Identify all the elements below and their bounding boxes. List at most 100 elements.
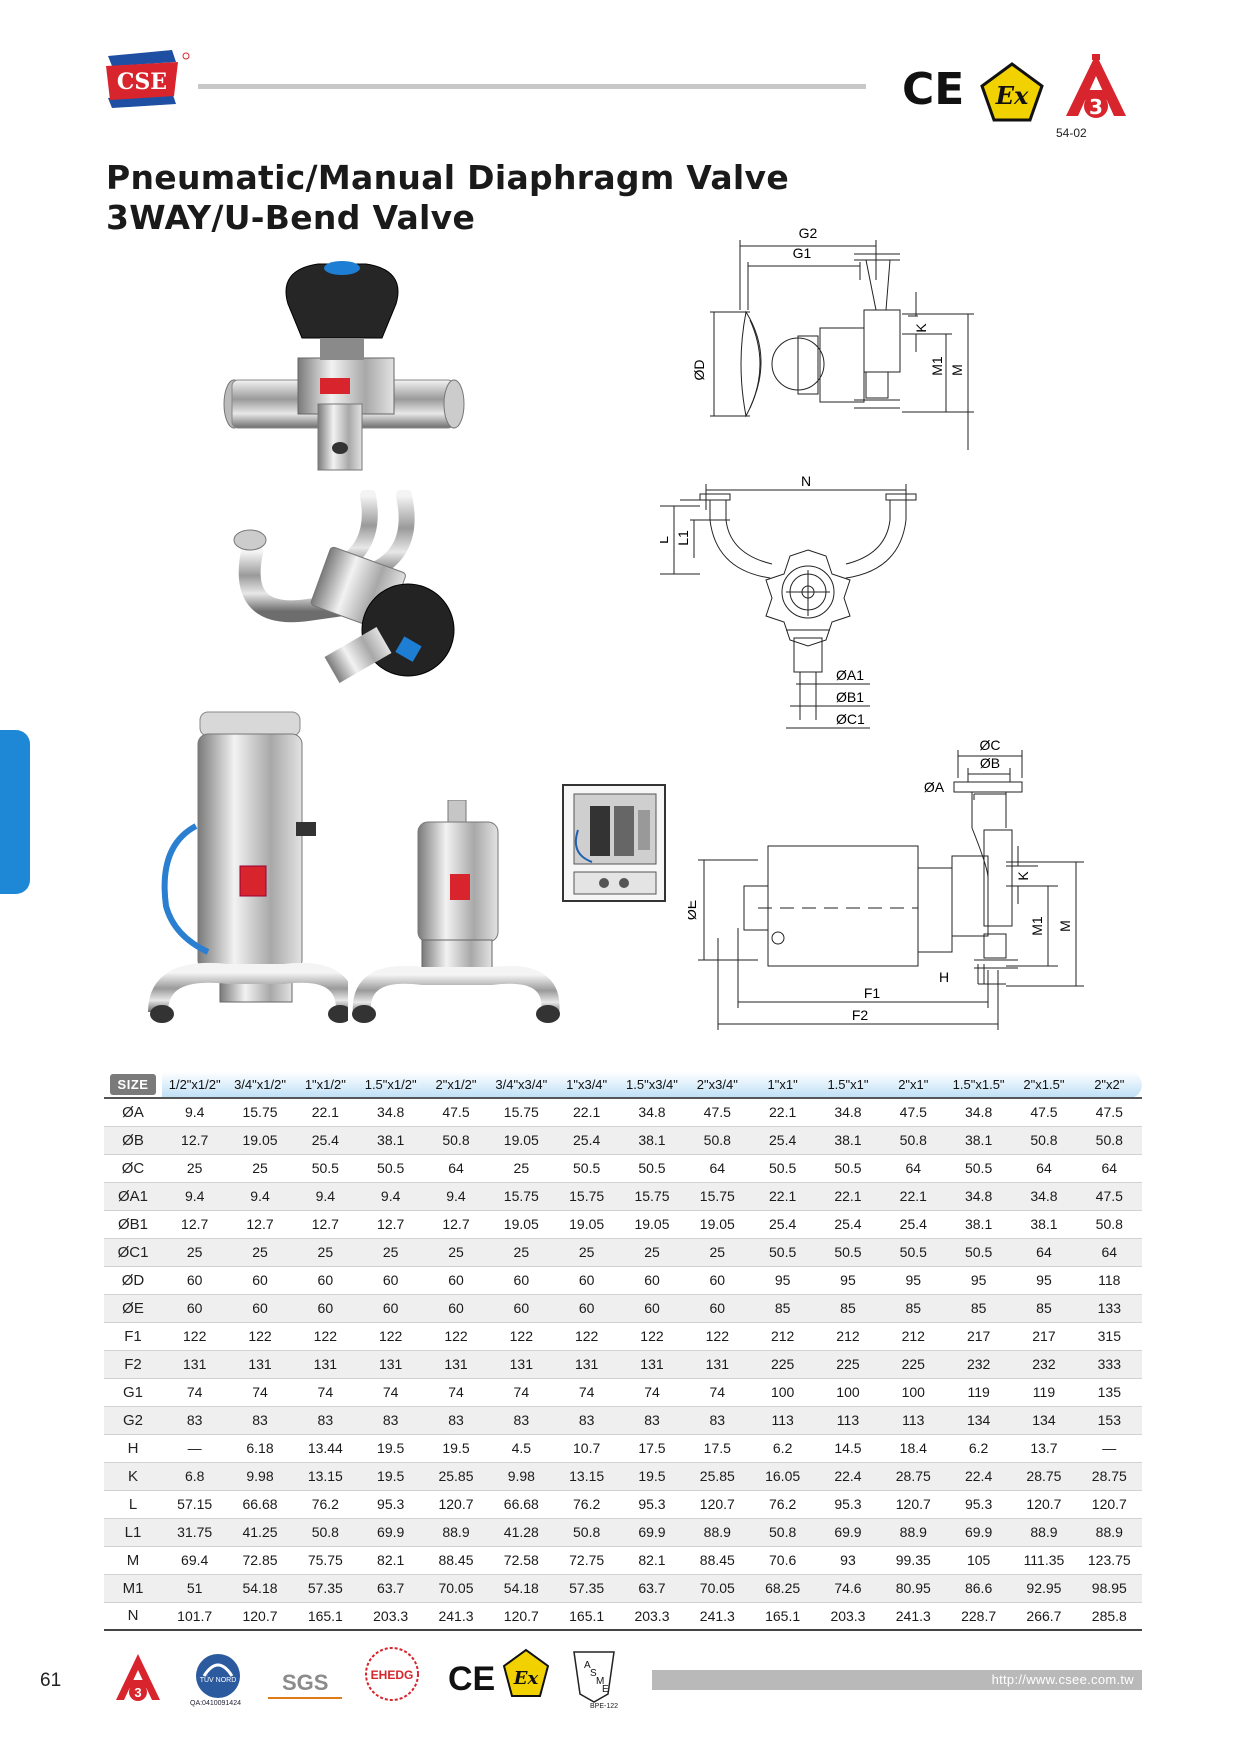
table-cell: 212	[749, 1322, 816, 1351]
table-cell: 15.75	[488, 1098, 554, 1127]
photo-control-unit	[562, 784, 666, 902]
table-cell: 25	[423, 1238, 489, 1267]
table-cell: 17.5	[619, 1434, 685, 1463]
table-cell: 131	[553, 1350, 620, 1379]
table-cell: 69.9	[945, 1518, 1012, 1547]
table-cell: 100	[815, 1378, 881, 1407]
row-label: ØB1	[104, 1210, 163, 1239]
table-cell: 83	[292, 1406, 358, 1435]
table-cell: 88.9	[684, 1518, 750, 1547]
table-cell: 64	[1011, 1238, 1077, 1267]
table-cell: 66.68	[227, 1490, 293, 1519]
table-cell: 131	[423, 1350, 489, 1379]
footer-ce-icon: CE	[448, 1660, 495, 1698]
table-cell: 134	[945, 1406, 1012, 1435]
table-cell: 60	[292, 1266, 358, 1295]
table-cell: 6.2	[749, 1434, 816, 1463]
table-cell: 25	[292, 1238, 358, 1267]
table-cell: 50.8	[1076, 1126, 1142, 1155]
table-cell: 22.1	[749, 1098, 816, 1127]
table-cell: 19.05	[488, 1210, 554, 1239]
table-cell: 122	[423, 1322, 489, 1351]
table-cell: 212	[880, 1322, 946, 1351]
table-cell: 232	[1011, 1350, 1077, 1379]
table-cell: 38.1	[1011, 1210, 1077, 1239]
table-cell: 95	[749, 1266, 816, 1295]
ce-mark-icon: CE	[902, 64, 964, 115]
table-cell: 131	[227, 1350, 293, 1379]
table-cell: 9.4	[227, 1182, 293, 1211]
table-cell: 60	[553, 1266, 620, 1295]
table-cell: 165.1	[553, 1602, 620, 1631]
table-cell: 69.9	[619, 1518, 685, 1547]
table-cell: 118	[1076, 1266, 1142, 1295]
table-cell: 122	[358, 1322, 424, 1351]
table-cell: 113	[815, 1406, 881, 1435]
table-cell: 34.8	[945, 1182, 1012, 1211]
label-oc1: ØC1	[836, 711, 865, 727]
table-cell: 18.4	[880, 1434, 946, 1463]
table-cell: 25	[488, 1238, 554, 1267]
table-cell: 74	[684, 1378, 750, 1407]
table-cell: 88.9	[880, 1518, 946, 1547]
table-cell: 232	[945, 1350, 1012, 1379]
row-label: ØC1	[104, 1238, 163, 1267]
section-side-tab	[0, 730, 30, 894]
table-cell: 47.5	[684, 1098, 750, 1127]
table-cell: 22.1	[815, 1182, 881, 1211]
table-cell: 135	[1076, 1378, 1142, 1407]
table-cell: 25	[684, 1238, 750, 1267]
table-cell: 98.95	[1076, 1574, 1142, 1603]
table-cell: 15.75	[684, 1182, 750, 1211]
row-label: F2	[104, 1350, 163, 1379]
table-cell: 25	[358, 1238, 424, 1267]
svg-text:E: E	[602, 1684, 609, 1695]
table-cell: 83	[619, 1406, 685, 1435]
size-column-header: 2"x3/4"	[684, 1072, 750, 1099]
row-label: ØA1	[104, 1182, 163, 1211]
table-cell: 85	[815, 1294, 881, 1323]
table-cell: 34.8	[815, 1098, 881, 1127]
table-cell: 83	[488, 1406, 554, 1435]
table-cell: 19.5	[358, 1462, 424, 1491]
table-cell: 25.85	[684, 1462, 750, 1491]
label-h: H	[939, 969, 949, 985]
table-cell: 15.75	[553, 1182, 620, 1211]
table-cell: 47.5	[1076, 1098, 1142, 1127]
table-cell: 68.25	[749, 1574, 816, 1603]
table-cell: 19.5	[423, 1434, 489, 1463]
table-cell: 122	[553, 1322, 620, 1351]
table-cell: 9.4	[292, 1182, 358, 1211]
table-cell: 50.5	[749, 1154, 816, 1183]
label-m: M	[949, 364, 965, 376]
size-column-header: 1/2"x1/2"	[162, 1072, 228, 1099]
table-cell: 133	[1076, 1294, 1142, 1323]
table-cell: 83	[162, 1406, 228, 1435]
table-cell: 122	[292, 1322, 358, 1351]
row-label: M1	[104, 1574, 163, 1603]
table-cell: 131	[488, 1350, 554, 1379]
label-k: K	[913, 323, 929, 333]
website-link[interactable]: http://www.csee.com.tw	[991, 1672, 1134, 1687]
table-cell: 285.8	[1076, 1602, 1142, 1631]
table-cell: 31.75	[162, 1518, 228, 1547]
table-cell: 50.5	[749, 1238, 816, 1267]
size-column-header: 1.5"x3/4"	[619, 1072, 685, 1099]
table-cell: 83	[227, 1406, 293, 1435]
table-cell: 74.6	[815, 1574, 881, 1603]
table-cell: 47.5	[423, 1098, 489, 1127]
page-title: Pneumatic/Manual Diaphragm Valve 3WAY/U-…	[106, 158, 789, 238]
table-cell: 25.4	[292, 1126, 358, 1155]
table-cell: 333	[1076, 1350, 1142, 1379]
table-cell: 88.9	[1076, 1518, 1142, 1547]
table-cell: 25.4	[880, 1210, 946, 1239]
table-cell: 85	[1011, 1294, 1077, 1323]
table-cell: 12.7	[423, 1210, 489, 1239]
table-cell: 60	[553, 1294, 620, 1323]
table-cell: 113	[880, 1406, 946, 1435]
table-cell: 51	[162, 1574, 228, 1603]
size-header: SIZE	[104, 1072, 163, 1099]
